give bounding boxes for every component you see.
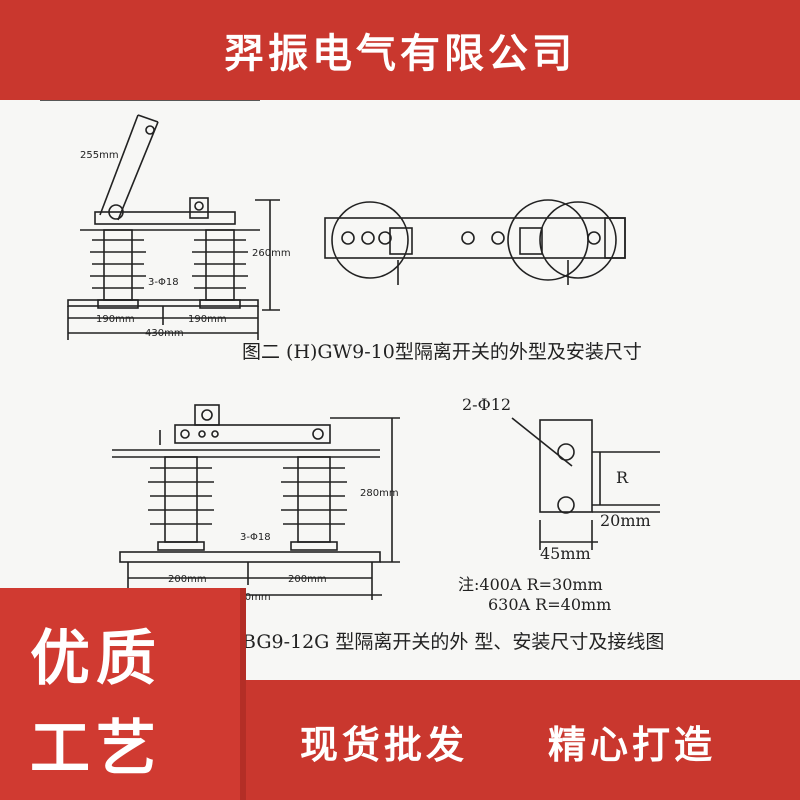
insulator-left-2: [148, 456, 214, 551]
dim-200-left: 200mm: [168, 574, 207, 585]
badge-line-2: 工艺: [30, 714, 162, 784]
caption-2: BG9-12G 型隔离开关的外 型、安装尺寸及接线图: [242, 631, 664, 653]
company-banner: 羿振电气有限公司: [0, 0, 800, 100]
dim-200-right: 200mm: [288, 574, 327, 585]
slogan-craft: 精心打造: [548, 723, 717, 767]
plan-view: [324, 199, 626, 285]
terminal-note-1: 注:400A R=30mm: [458, 575, 603, 594]
dim-280: 280mm: [360, 488, 399, 499]
slogan-wholesale: 现货批发: [300, 723, 469, 767]
dim-430: 430mm: [145, 328, 184, 339]
dim-260: 260mm: [252, 248, 291, 259]
badge-line-1: 优质: [30, 624, 162, 694]
dim-3phi18-2: 3-Φ18: [240, 532, 271, 543]
caption-1: 图二 (H)GW9-10型隔离开关的外型及安装尺寸: [242, 341, 642, 363]
drawing-svg: 255mm 260mm 3-Φ18 190mm 190mm 430mm 图二 (…: [40, 100, 664, 653]
blade-arm: [99, 114, 159, 221]
technical-drawing: 255mm 260mm 3-Φ18 190mm 190mm 430mm 图二 (…: [0, 100, 800, 680]
terminal-plate: [511, 417, 660, 550]
terminal-dim-45: 45mm: [540, 544, 591, 563]
dim-255: 255mm: [80, 150, 119, 161]
quality-badge: 优质 工艺: [0, 588, 240, 800]
terminal-dim-20: 20mm: [600, 511, 651, 530]
dim-190-right: 190mm: [188, 314, 227, 325]
dim-190-left: 190mm: [96, 314, 135, 325]
terminal-note-2: 630A R=40mm: [488, 595, 611, 614]
terminal-holes: 2-Φ12: [462, 395, 511, 414]
terminal-r: R: [616, 468, 629, 487]
insulator-right-2: [281, 456, 347, 551]
insulator-left: [90, 229, 146, 309]
company-name: 羿振电气有限公司: [224, 31, 576, 77]
insulator-right: [192, 229, 248, 309]
dim-3phi18: 3-Φ18: [148, 277, 179, 288]
dim-440: 440mm: [232, 592, 271, 603]
